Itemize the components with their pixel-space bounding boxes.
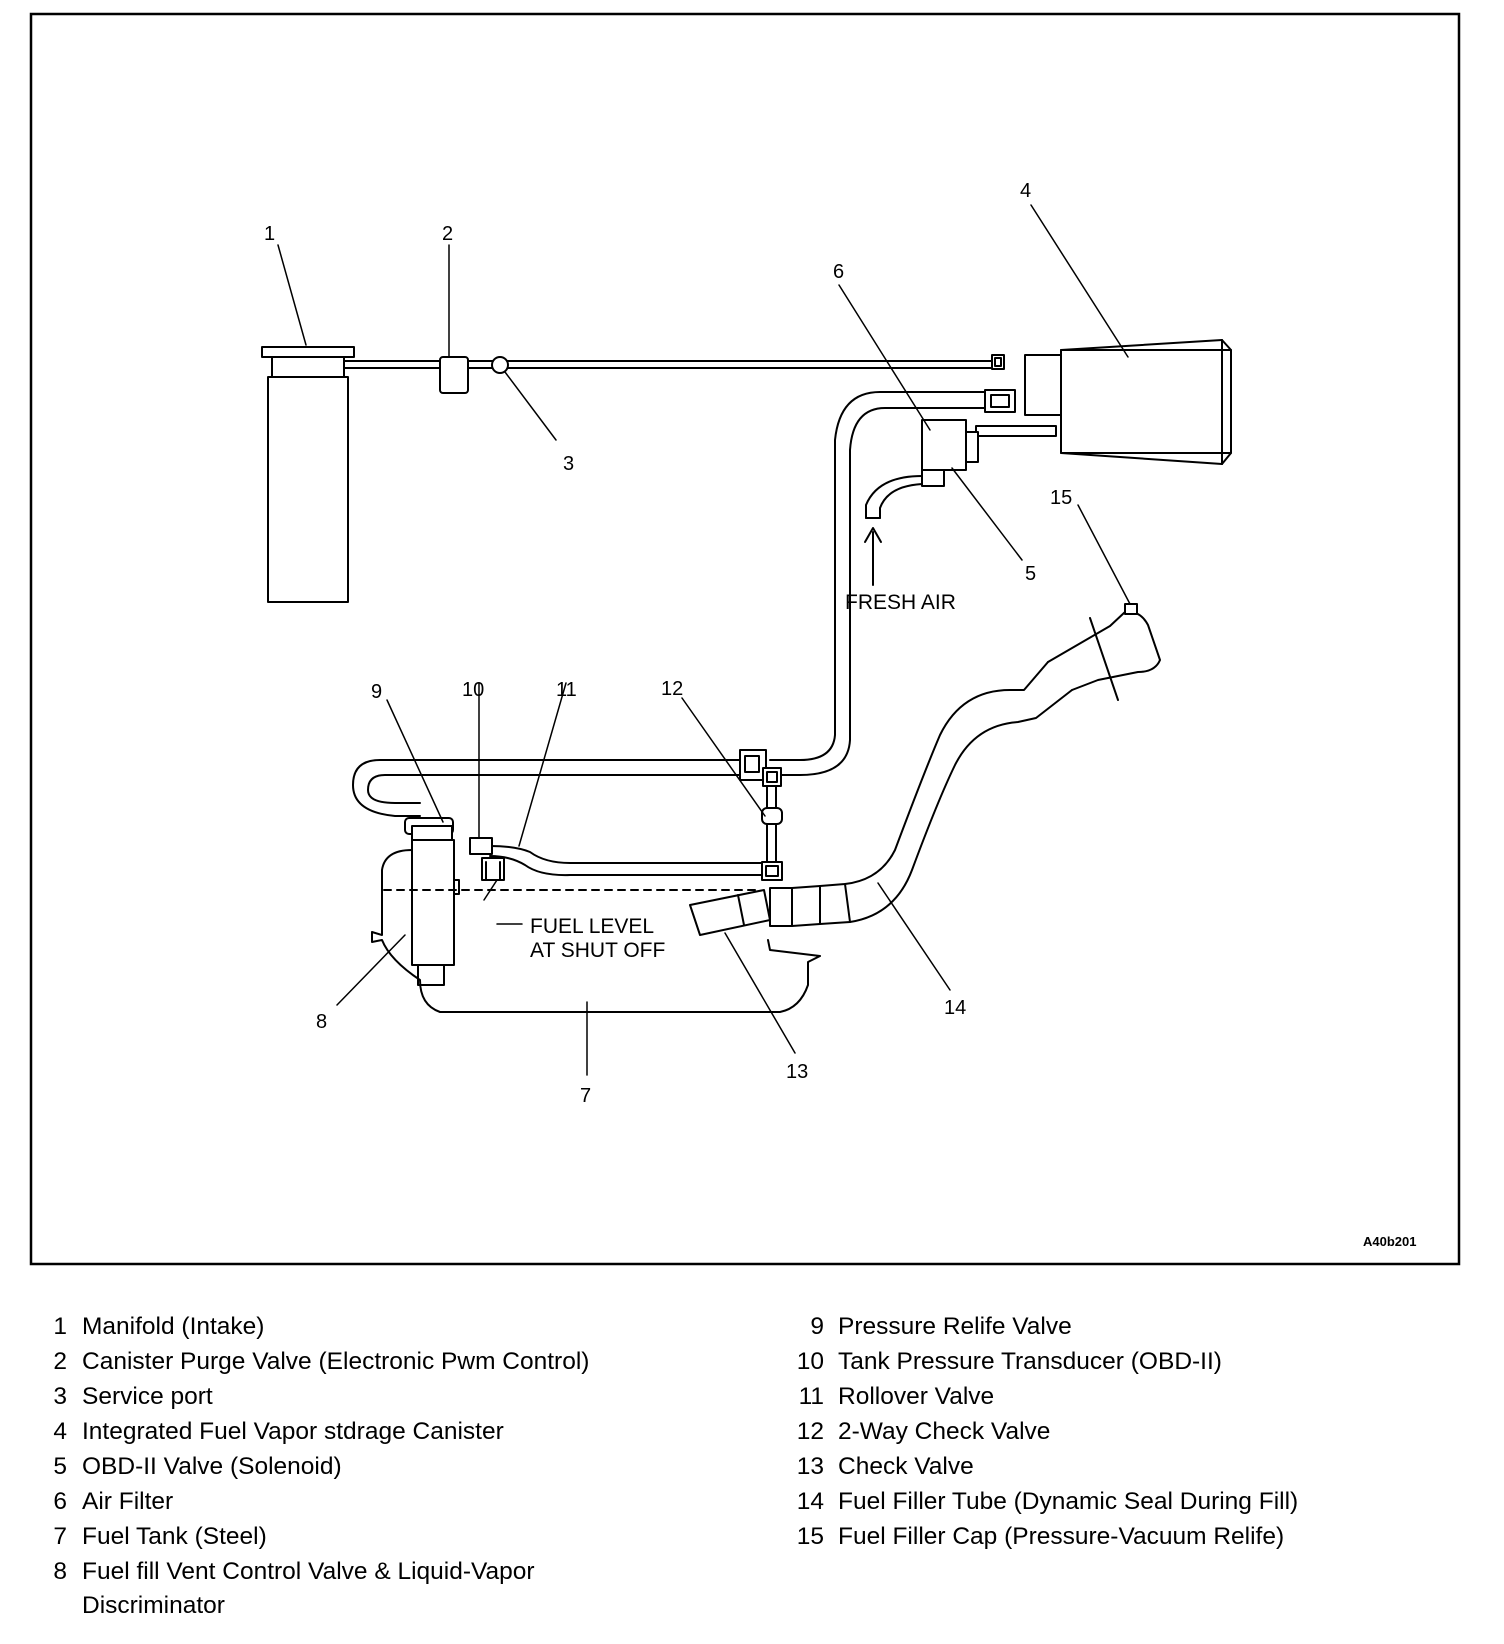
- fuel-level-note-line2: AT SHUT OFF: [530, 939, 665, 962]
- callout-10: 10: [462, 679, 484, 701]
- callout-13: 13: [786, 1061, 808, 1083]
- legend-text: Fuel Tank (Steel): [82, 1523, 267, 1550]
- callout-15: 15: [1050, 487, 1072, 509]
- legend-item: 15 Fuel Filler Cap (Pressure-Vacuum Relif…: [756, 1520, 1398, 1554]
- callout-leaders: [277, 204, 1131, 1076]
- legend-item: 11 Rollover Valve: [756, 1380, 1398, 1414]
- rollover-line: [489, 845, 763, 864]
- fuel-filler-tube: [791, 610, 1161, 927]
- legend-number: 15: [796, 1523, 824, 1550]
- relief-valve-line: [352, 759, 741, 817]
- evap-system-diagram: 1 2 3 4 5 6 7 8 9 10 11 12 13 14 15 FRES…: [29, 12, 1461, 1266]
- legend-text: Air Filter: [82, 1488, 174, 1515]
- legend-text: Tank Pressure Transducer (OBD-II): [838, 1348, 1222, 1375]
- fuel-level-note-line1: FUEL LEVEL: [530, 915, 654, 938]
- vapor-line: [769, 391, 986, 776]
- legend-number: 9: [810, 1313, 824, 1340]
- legend-item: 10 Tank Pressure Transducer (OBD-II): [756, 1345, 1398, 1379]
- legend-number: 1: [53, 1313, 67, 1340]
- legend-text: Integrated Fuel Vapor stdrage Canister: [82, 1418, 504, 1445]
- callout-9: 9: [371, 681, 382, 703]
- fuel-filler-cap: [1124, 603, 1138, 615]
- legend-item: 4 Integrated Fuel Vapor stdrage Canister: [15, 1415, 642, 1449]
- callout-2: 2: [442, 223, 453, 245]
- legend-text: Fuel Filler Tube (Dynamic Seal During Fi…: [838, 1488, 1299, 1515]
- legend-number: 10: [796, 1348, 824, 1375]
- legend-text: Pressure Relife Valve: [838, 1313, 1072, 1340]
- diagram-canvas: 1 2 3 4 5 6 7 8 9 10 11 12 13 14 15 FRES…: [29, 12, 1461, 1266]
- legend-number: 12: [796, 1418, 824, 1445]
- legend-item: 1 Manifold (Intake): [15, 1310, 642, 1344]
- callout-11: 11: [556, 679, 577, 701]
- legend-item: 14 Fuel Filler Tube (Dynamic Seal During …: [756, 1485, 1398, 1519]
- legend-number: 14: [796, 1488, 824, 1515]
- figure-code: A40b201: [1363, 1234, 1416, 1249]
- legend-text: 2-Way Check Valve: [838, 1418, 1051, 1445]
- callout-12: 12: [661, 678, 683, 700]
- callout-14: 14: [944, 997, 966, 1019]
- figure-frame: [29, 12, 1461, 1266]
- fresh-air-note: FRESH AIR: [845, 591, 956, 614]
- callout-1: 1: [264, 223, 275, 245]
- legend-text: Check Valve: [838, 1453, 974, 1480]
- legend-item: 2 Canister Purge Valve (Electronic Pwm Co…: [15, 1345, 642, 1379]
- legend-item: 3 Service port: [15, 1380, 642, 1414]
- legend-item: 8 Fuel fill Vent Control Valve & Liquid-V…: [15, 1555, 622, 1623]
- legend-item: 6 Air Filter: [15, 1485, 642, 1519]
- canister-purge-valve: [439, 356, 469, 394]
- fuel-tank: [371, 849, 821, 1013]
- fresh-air-tube: [865, 475, 923, 519]
- legend-number: 7: [53, 1523, 67, 1550]
- legend-item: 12 2-Way Check Valve: [756, 1415, 1398, 1449]
- callout-4: 4: [1020, 180, 1031, 202]
- legend-text: Canister Purge Valve (Electronic Pwm Con…: [82, 1348, 590, 1375]
- rollover-valve: [481, 857, 505, 881]
- legend-number: 2: [53, 1348, 67, 1375]
- legend-number: 5: [53, 1453, 67, 1480]
- legend-number: 3: [53, 1383, 67, 1410]
- callout-5: 5: [1025, 563, 1036, 585]
- legend-number: 6: [53, 1488, 67, 1515]
- legend-text: Service port: [82, 1383, 213, 1410]
- obd-ii-valve: [921, 431, 979, 487]
- legend-number: 11: [798, 1383, 824, 1410]
- two-way-check-valve: [761, 767, 783, 881]
- legend-item: 5 OBD-II Valve (Solenoid): [15, 1450, 642, 1484]
- callout-3: 3: [563, 453, 574, 475]
- callout-7: 7: [580, 1085, 591, 1107]
- vapor-canister: [975, 339, 1232, 465]
- legend-text: Fuel fill Vent Control Valve & Liquid-Va…: [82, 1558, 535, 1619]
- legend-number: 13: [796, 1453, 824, 1480]
- legend-text: Manifold (Intake): [82, 1313, 265, 1340]
- legend-item: 7 Fuel Tank (Steel): [15, 1520, 642, 1554]
- tank-pressure-transducer: [469, 837, 493, 855]
- legend-item: 13 Check Valve: [756, 1450, 1398, 1484]
- legend-text: OBD-II Valve (Solenoid): [82, 1453, 342, 1480]
- purge-line: [343, 360, 993, 369]
- fuel-fill-vent-control-valve: [404, 817, 460, 986]
- callout-numbers: 1 2 3 4 5 6 7 8 9 10 11 12 13 14 15: [264, 180, 1072, 1107]
- legend-number: 4: [53, 1418, 67, 1445]
- callout-6: 6: [833, 261, 844, 283]
- service-port: [491, 356, 509, 374]
- legend-item: 9 Pressure Relife Valve: [756, 1310, 1398, 1344]
- callout-8: 8: [316, 1011, 327, 1033]
- check-valve: [689, 887, 793, 936]
- legend-number: 8: [53, 1558, 67, 1585]
- legend-text: Rollover Valve: [838, 1383, 995, 1410]
- intake-manifold: [261, 346, 355, 603]
- legend-text: Fuel Filler Cap (Pressure-Vacuum Relife): [838, 1523, 1285, 1550]
